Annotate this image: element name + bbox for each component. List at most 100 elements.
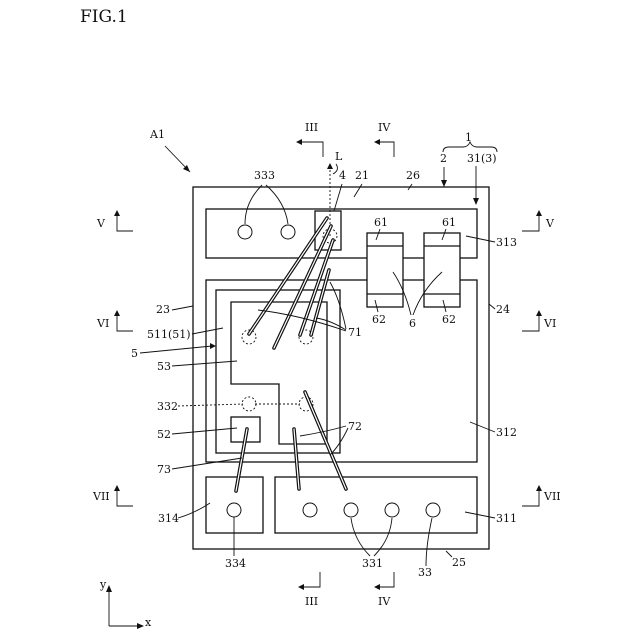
pad-311-3 — [385, 503, 399, 517]
top-pad-right — [281, 225, 295, 239]
ref-511: 511(51) — [147, 328, 191, 341]
assembly-label: A1 — [149, 128, 165, 141]
brace-sub-left: 2 — [440, 152, 447, 165]
assembly-label-group: A1 — [149, 128, 190, 172]
leader-72-b — [330, 428, 348, 455]
section-VI-left-arrowhead — [114, 310, 120, 316]
section-marker-VII-left: VII — [92, 485, 133, 506]
section-IV-top-arrowhead — [374, 139, 380, 145]
leader-24 — [489, 304, 495, 309]
ref-312: 312 — [496, 426, 517, 439]
ref-314: 314 — [158, 512, 179, 525]
section-marker-IV-bottom: IV — [374, 572, 394, 608]
section-marker-III-bottom: III — [298, 572, 320, 608]
y-axis-arrowhead — [106, 585, 112, 592]
ref-332: 332 — [157, 400, 178, 413]
ref-33: 33 — [418, 566, 432, 579]
section-VI-right-line — [522, 314, 539, 331]
wire-73 — [236, 429, 247, 491]
leader-5 — [140, 346, 212, 353]
section-V-right-line — [522, 214, 539, 231]
leader-73 — [172, 458, 242, 469]
component-6-right — [424, 233, 460, 307]
leader-5-arrowhead — [210, 343, 216, 349]
section-III-bottom-label: III — [305, 595, 318, 608]
leader-331-a — [351, 518, 370, 556]
ref-21: 21 — [355, 169, 369, 182]
chip-53-contact-c — [242, 397, 256, 411]
ref-313: 313 — [496, 236, 517, 249]
leader-71-b — [316, 318, 346, 330]
axis-line-arrowhead — [327, 163, 333, 169]
ref-25: 25 — [452, 556, 466, 569]
section-III-top-arrowhead — [296, 139, 302, 145]
x-axis-label: x — [145, 616, 152, 629]
leader-25 — [446, 551, 452, 557]
leader-4 — [334, 184, 342, 211]
section-V-right-label: V — [545, 217, 555, 230]
wire-73-core — [236, 429, 247, 491]
component-6-left — [367, 233, 403, 307]
section-IV-top-line — [378, 142, 394, 157]
section-III-bottom-arrowhead — [298, 584, 304, 590]
section-VII-right-label: VII — [543, 490, 561, 503]
figure-title: FIG.1 — [80, 7, 128, 27]
section-IV-top-label: IV — [378, 121, 391, 134]
section-marker-V-left: V — [96, 210, 133, 231]
brace-right-arrowhead — [473, 198, 479, 205]
section-V-left-label: V — [96, 217, 106, 230]
section-V-left-line — [117, 214, 133, 231]
section-V-right-arrowhead — [536, 210, 542, 216]
coordinate-axes: y x — [99, 578, 152, 629]
section-III-top-label: III — [305, 121, 318, 134]
y-axis-label: y — [99, 578, 107, 591]
brace-sub-right: 31(3) — [467, 152, 497, 165]
section-III-bottom-line — [302, 572, 320, 587]
brace-label: 1 — [465, 131, 472, 144]
section-III-top-line — [300, 142, 323, 157]
section-VI-right-arrowhead — [536, 310, 542, 316]
section-VII-left-arrowhead — [114, 485, 120, 491]
pad-311-4 — [426, 503, 440, 517]
ref-71: 71 — [348, 326, 362, 339]
wires-72 — [294, 392, 346, 489]
leader-71-c — [330, 282, 346, 329]
section-V-left-arrowhead — [114, 210, 120, 216]
ref-62-left: 62 — [372, 313, 386, 326]
ref-334: 334 — [225, 557, 246, 570]
ref-333: 333 — [254, 169, 275, 182]
x-axis-arrowhead — [137, 623, 144, 629]
leader-331-b — [374, 518, 392, 556]
section-VII-left-label: VII — [92, 490, 110, 503]
leader-333-b — [266, 185, 288, 224]
section-marker-III-top: III — [296, 121, 323, 157]
ref-311: 311 — [496, 512, 517, 525]
ref-61-right: 61 — [442, 216, 456, 229]
brace-left-arrowhead — [441, 180, 447, 187]
axis-line-tick — [333, 164, 337, 174]
ref-5: 5 — [131, 347, 138, 360]
section-VII-right-arrowhead — [536, 485, 542, 491]
leader-312 — [470, 422, 495, 432]
ref-23: 23 — [156, 303, 170, 316]
leader-53 — [172, 361, 237, 366]
leader-311 — [465, 512, 495, 518]
ref-6: 6 — [409, 317, 416, 330]
section-marker-VII-right: VII — [522, 485, 561, 506]
pad-311-2 — [344, 503, 358, 517]
section-IV-bottom-line — [378, 572, 394, 587]
section-VI-left-line — [117, 314, 133, 331]
section-marker-IV-top: IV — [374, 121, 394, 157]
leader-52 — [172, 428, 237, 434]
section-VII-right-line — [522, 489, 539, 506]
ref-73: 73 — [157, 463, 171, 476]
ref-72: 72 — [348, 420, 362, 433]
leader-313 — [466, 236, 495, 242]
section-VI-right-label: VI — [543, 317, 556, 330]
section-marker-VI-left: VI — [96, 310, 133, 331]
leader-332-a — [178, 404, 243, 406]
pad-311-1 — [303, 503, 317, 517]
top-pad-left — [238, 225, 252, 239]
ref-52: 52 — [157, 428, 171, 441]
section-VI-left-label: VI — [96, 317, 109, 330]
